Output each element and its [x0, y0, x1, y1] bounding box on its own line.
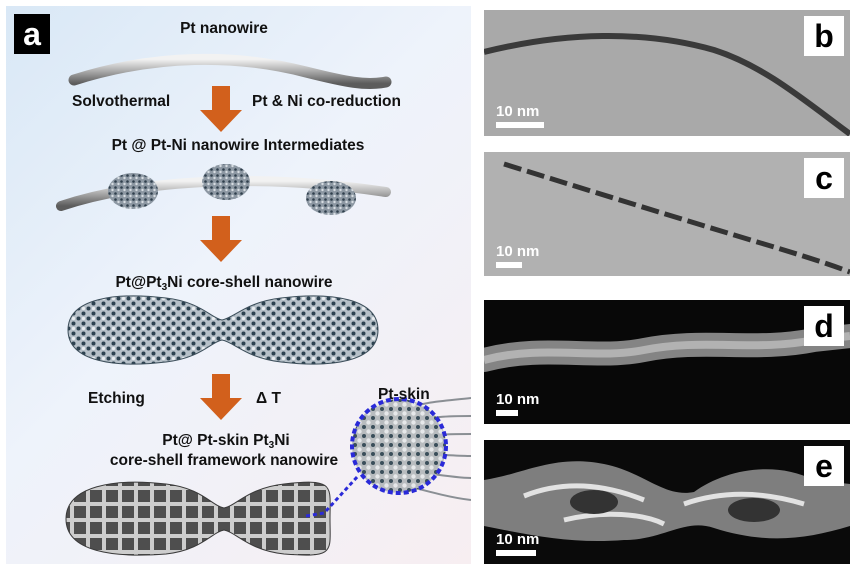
step3-right-label: Δ T: [256, 390, 281, 407]
panel-label-c: c: [804, 158, 844, 198]
step2-title: Pt @ Pt-Ni nanowire Intermediates: [111, 137, 365, 154]
schematic-drawing: [41, 53, 471, 556]
panel-label-b: b: [804, 16, 844, 56]
panel-c-tem-image: c 10 nm: [484, 152, 850, 276]
panel-label-a: a: [14, 14, 50, 54]
panel-d-stem-image: d 10 nm: [484, 300, 850, 424]
panel-a-schematic: a Pt nanowire Solvothermal Pt & Ni co-re…: [6, 6, 471, 564]
scale-bar-b: 10 nm: [496, 103, 544, 128]
scale-bar-c: 10 nm: [496, 243, 539, 268]
panel-e-stem-image: e 10 nm: [484, 440, 850, 564]
scale-bar-d: 10 nm: [496, 391, 539, 416]
scale-bar-e: 10 nm: [496, 531, 539, 556]
panel-label-e: e: [804, 446, 844, 486]
panel-b-tem-image: b 10 nm: [484, 10, 850, 136]
step3-left-label: Etching: [88, 390, 145, 407]
panel-label-d: d: [804, 306, 844, 346]
step4-title-line1: Pt@ Pt-skin Pt3Ni: [162, 432, 290, 451]
step3-title: Pt@Pt3Ni core-shell nanowire: [115, 274, 333, 293]
step1-title: Pt nanowire: [180, 20, 268, 37]
step4-title-line2: core-shell framework nanowire: [109, 452, 339, 469]
inset-label-pt-skin: Pt-skin: [378, 386, 430, 403]
step1-left-label: Solvothermal: [72, 93, 171, 110]
step1-right-label: Pt & Ni co-reduction: [252, 93, 401, 110]
